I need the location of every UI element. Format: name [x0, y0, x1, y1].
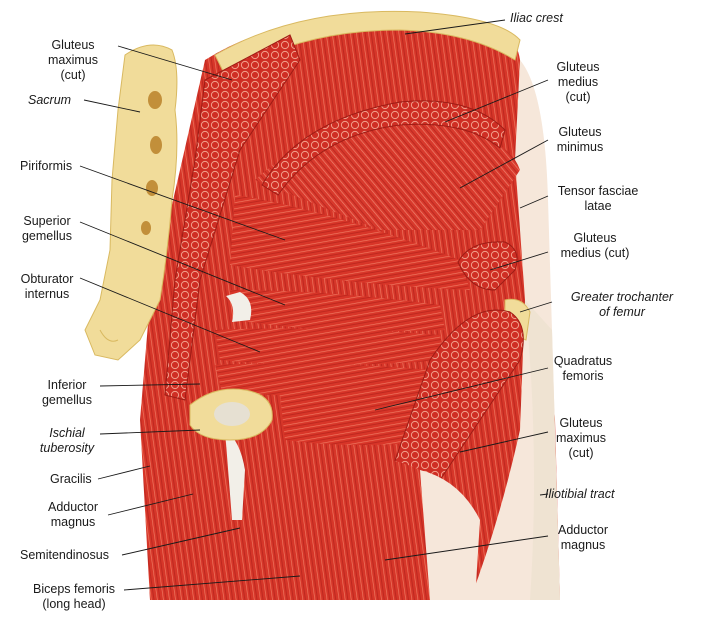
label-iliac-crest: Iliac crest	[510, 11, 563, 25]
label-piriformis: Piriformis	[20, 159, 73, 173]
label-gluteus-medius-cut-top: Gluteus medius (cut)	[556, 60, 600, 104]
adductor-magnus-left-shape	[185, 430, 225, 600]
label-gluteus-maximus-cut-top: Gluteus maximus (cut)	[47, 38, 98, 82]
label-superior-gemellus: Superior gemellus	[21, 214, 73, 243]
gluteus-maximus-cut-strip	[164, 34, 301, 401]
label-gluteus-minimus: Gluteus minimus	[556, 125, 604, 154]
ischial-inner	[214, 402, 250, 426]
label-inferior-gemellus: Inferior gemellus	[41, 378, 93, 407]
label-obturator-internus: Obturator internus	[20, 272, 74, 301]
piriformis-shape	[230, 195, 470, 290]
gluteus-medius-cut-mid	[457, 241, 518, 291]
gluteus-medius-cut-upper	[261, 100, 506, 196]
label-gluteus-medius-cut-mid: Gluteus medius (cut)	[560, 231, 630, 260]
label-tensor-fasciae-latae: Tensor fasciae latae	[557, 184, 639, 213]
label-adductor-magnus-right: Adductor magnus	[557, 523, 609, 552]
label-sacrum: Sacrum	[28, 93, 72, 107]
label-greater-trochanter: Greater trochanter of femur	[570, 290, 674, 319]
adductor-magnus-right-shape	[320, 456, 430, 600]
label-adductor-magnus-left: Adductor magnus	[47, 500, 99, 529]
label-iliotibial-tract: Iliotibial tract	[545, 487, 615, 501]
label-biceps-femoris: Biceps femoris (long head)	[33, 582, 115, 611]
gluteus-maximus-cut-right	[389, 309, 524, 501]
iliac-crest-bone	[214, 10, 521, 76]
label-ischial-tuberosity: Ischial tuberosity	[39, 426, 95, 455]
label-semitendinosus: Semitendinosus	[20, 548, 109, 562]
obturator-tendon	[226, 292, 252, 322]
label-gracilis: Gracilis	[50, 472, 92, 486]
semitendinosus-tendon	[225, 430, 245, 520]
leader-lines	[79, 19, 553, 591]
label-gluteus-maximus-cut-right: Gluteus maximus (cut)	[555, 416, 606, 460]
lower-fascia	[420, 470, 480, 600]
sacrum-bone	[84, 44, 178, 361]
quadratus-femoris-shape	[280, 386, 440, 445]
obturator-internus-shape	[215, 328, 445, 365]
label-quadratus-femoris: Quadratus femoris	[553, 354, 613, 383]
superior-gemellus-shape	[230, 290, 445, 332]
gracilis-shape	[145, 418, 190, 600]
biceps-femoris-shape	[262, 430, 340, 600]
